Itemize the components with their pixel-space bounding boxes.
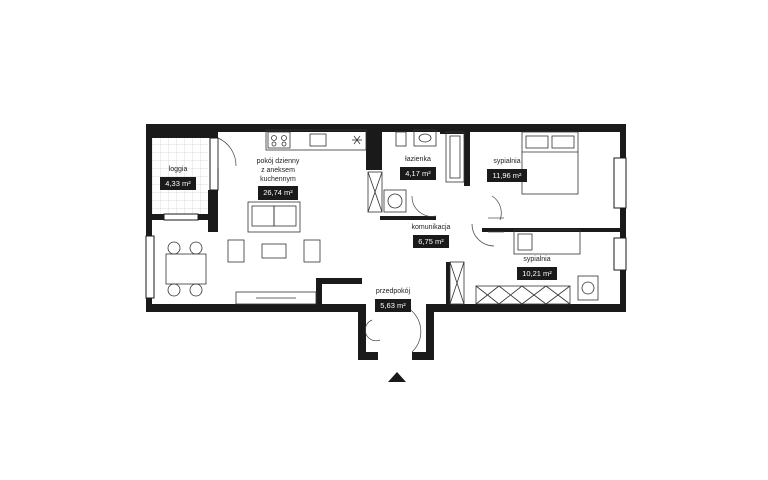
room-area-badge: 5,63 m² (375, 298, 411, 313)
dining-set (165, 241, 207, 297)
room-area-badge: 4,33 m² (160, 176, 196, 191)
room-name: sypialnia (493, 158, 521, 165)
sofa (247, 201, 301, 233)
room-label-living: pokój dzienny z aneksem kuchennym 26,74 … (246, 158, 310, 200)
loggia-floor (150, 138, 208, 214)
room-area-badge: 26,74 m² (258, 186, 298, 200)
room-name: przedpokój (375, 288, 411, 295)
room-area-badge: 11,96 m² (487, 168, 527, 183)
triangle-up-icon (388, 372, 406, 382)
wardrobe (449, 261, 599, 305)
room-area-badge: 4,17 m² (400, 166, 436, 181)
room-label-bath: łazienka 4,17 m² (390, 156, 446, 181)
room-label-corridor: komunikacja 6,75 m² (398, 224, 464, 249)
lounge-seating (227, 239, 321, 263)
room-label-loggia: loggia 4,33 m² (150, 166, 206, 191)
bed-bedroom-2 (513, 229, 581, 255)
room-name: sypialnia (523, 256, 551, 263)
bed-bedroom-1 (521, 131, 579, 195)
bathroom-fixtures (367, 129, 465, 213)
room-name: pokój dzienny z aneksem kuchennym (256, 158, 300, 183)
room-name: komunikacja (411, 224, 451, 231)
room-area-badge: 10,21 m² (517, 266, 557, 281)
room-label-hall: przedpokój 5,63 m² (366, 288, 420, 313)
room-name: łazienka (405, 156, 431, 163)
room-area-badge: 6,75 m² (413, 234, 449, 249)
kitchen-counter (265, 129, 367, 151)
tv-unit (235, 291, 317, 305)
room-label-bedroom-1: sypialnia 11,96 m² (478, 158, 536, 183)
door-swings (217, 137, 504, 353)
windows (145, 137, 627, 299)
room-name: loggia (168, 166, 188, 173)
room-label-bedroom-2: sypialnia 10,21 m² (508, 256, 566, 281)
